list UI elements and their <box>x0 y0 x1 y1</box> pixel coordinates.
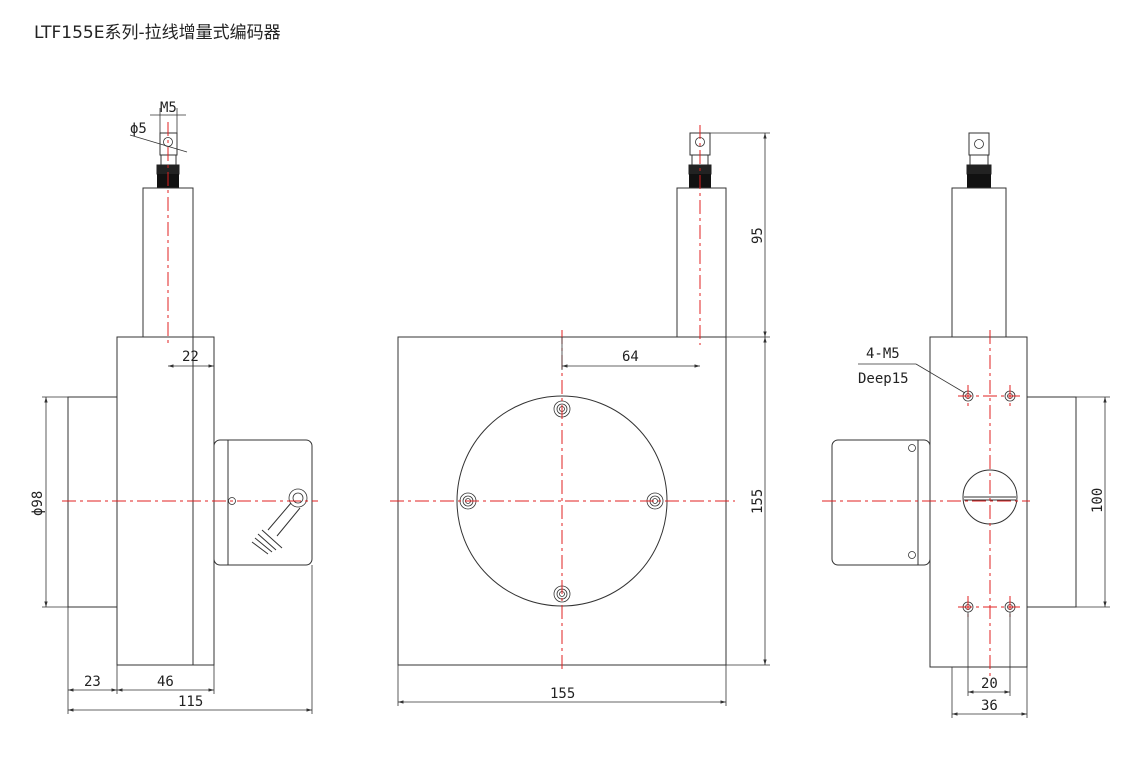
encoder-box <box>831 439 931 566</box>
dimension-155-vertical: 155 <box>726 337 770 666</box>
d100-label: 100 <box>1090 488 1106 513</box>
cable-tube <box>951 187 1007 338</box>
d22-label: 22 <box>182 349 199 365</box>
dimension-64: 64 <box>561 337 700 370</box>
d23-label: 23 <box>84 674 101 690</box>
d20-label: 20 <box>981 676 998 692</box>
drawing-title: LTF155E系列-拉线增量式编码器 <box>34 23 281 43</box>
cable-tube <box>142 187 194 338</box>
phi5-label: ϕ5 <box>130 121 147 137</box>
dimension-95: 95 <box>710 132 770 338</box>
cable-tube <box>676 187 727 338</box>
d64-label: 64 <box>622 349 639 365</box>
left-side-view: M5 ϕ5 22 ϕ98 23 46 <box>30 100 318 714</box>
dimension-100: 100 <box>1076 396 1110 608</box>
cable-gland <box>251 488 308 555</box>
dimension-20: 20 <box>967 612 1011 696</box>
dimension-22: 22 <box>168 349 214 368</box>
d155-vertical-label: 155 <box>750 489 766 514</box>
dimension-23: 23 <box>68 674 117 692</box>
hole-note-line1: 4-M5 <box>866 346 900 362</box>
hole-note: 4-M5 Deep15 <box>858 346 966 394</box>
drum-flange <box>67 396 118 608</box>
dimension-m5: M5 <box>150 100 186 133</box>
d36-label: 36 <box>981 698 998 714</box>
d46-label: 46 <box>157 674 174 690</box>
dimension-46: 46 <box>117 674 214 692</box>
dimension-phi5: ϕ5 <box>129 121 188 153</box>
rear-view: 4-M5 Deep15 100 20 36 <box>822 132 1110 718</box>
dimension-155-horizontal: 155 <box>397 665 727 706</box>
d115-label: 115 <box>178 694 203 710</box>
front-view: 64 95 155 155 <box>390 125 770 706</box>
dimension-115: 115 <box>68 694 312 712</box>
phi98-label: ϕ98 <box>30 491 46 516</box>
hole-note-line2: Deep15 <box>858 371 909 387</box>
encoder-box <box>213 439 313 566</box>
d155-horizontal-label: 155 <box>550 686 575 702</box>
d95-label: 95 <box>750 227 766 244</box>
cable-eyelet <box>968 132 990 156</box>
dimension-phi98: ϕ98 <box>30 396 68 608</box>
m5-label: M5 <box>160 100 177 116</box>
drum-flange <box>1026 396 1077 608</box>
dimension-36: 36 <box>951 667 1028 718</box>
